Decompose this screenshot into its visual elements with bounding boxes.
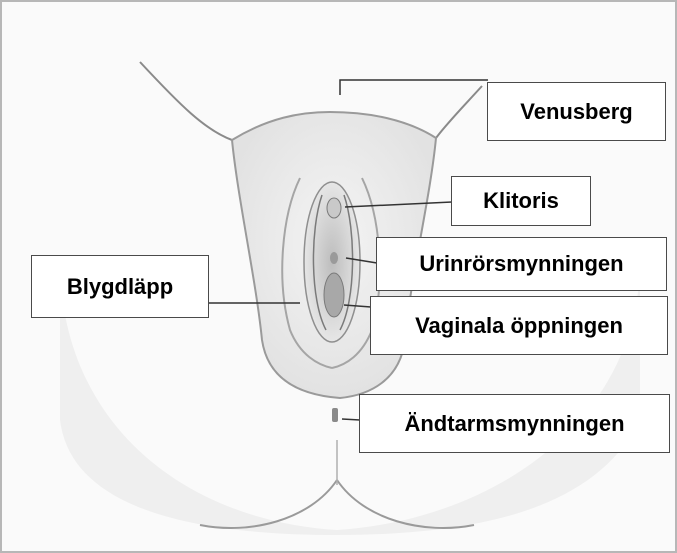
label-venusberg: Venusberg: [487, 82, 666, 141]
clitoris-shape: [327, 198, 341, 218]
right-thigh-outline: [436, 86, 482, 138]
label-urinrorsmynningen: Urinrörsmynningen: [376, 237, 667, 291]
urethra-shape: [330, 252, 338, 264]
label-andtarmsmynningen: Ändtarmsmynningen: [359, 394, 670, 453]
label-klitoris: Klitoris: [451, 176, 591, 226]
label-blygdlapp: Blygdläpp: [31, 255, 209, 318]
anus-shape: [332, 408, 338, 422]
left-thigh-outline: [140, 62, 232, 140]
leader-andtarmsmynningen: [342, 419, 360, 420]
vaginal-opening-shape: [324, 273, 344, 317]
label-vaginala-oppningen: Vaginala öppningen: [370, 296, 668, 355]
leader-venusberg: [340, 80, 488, 95]
